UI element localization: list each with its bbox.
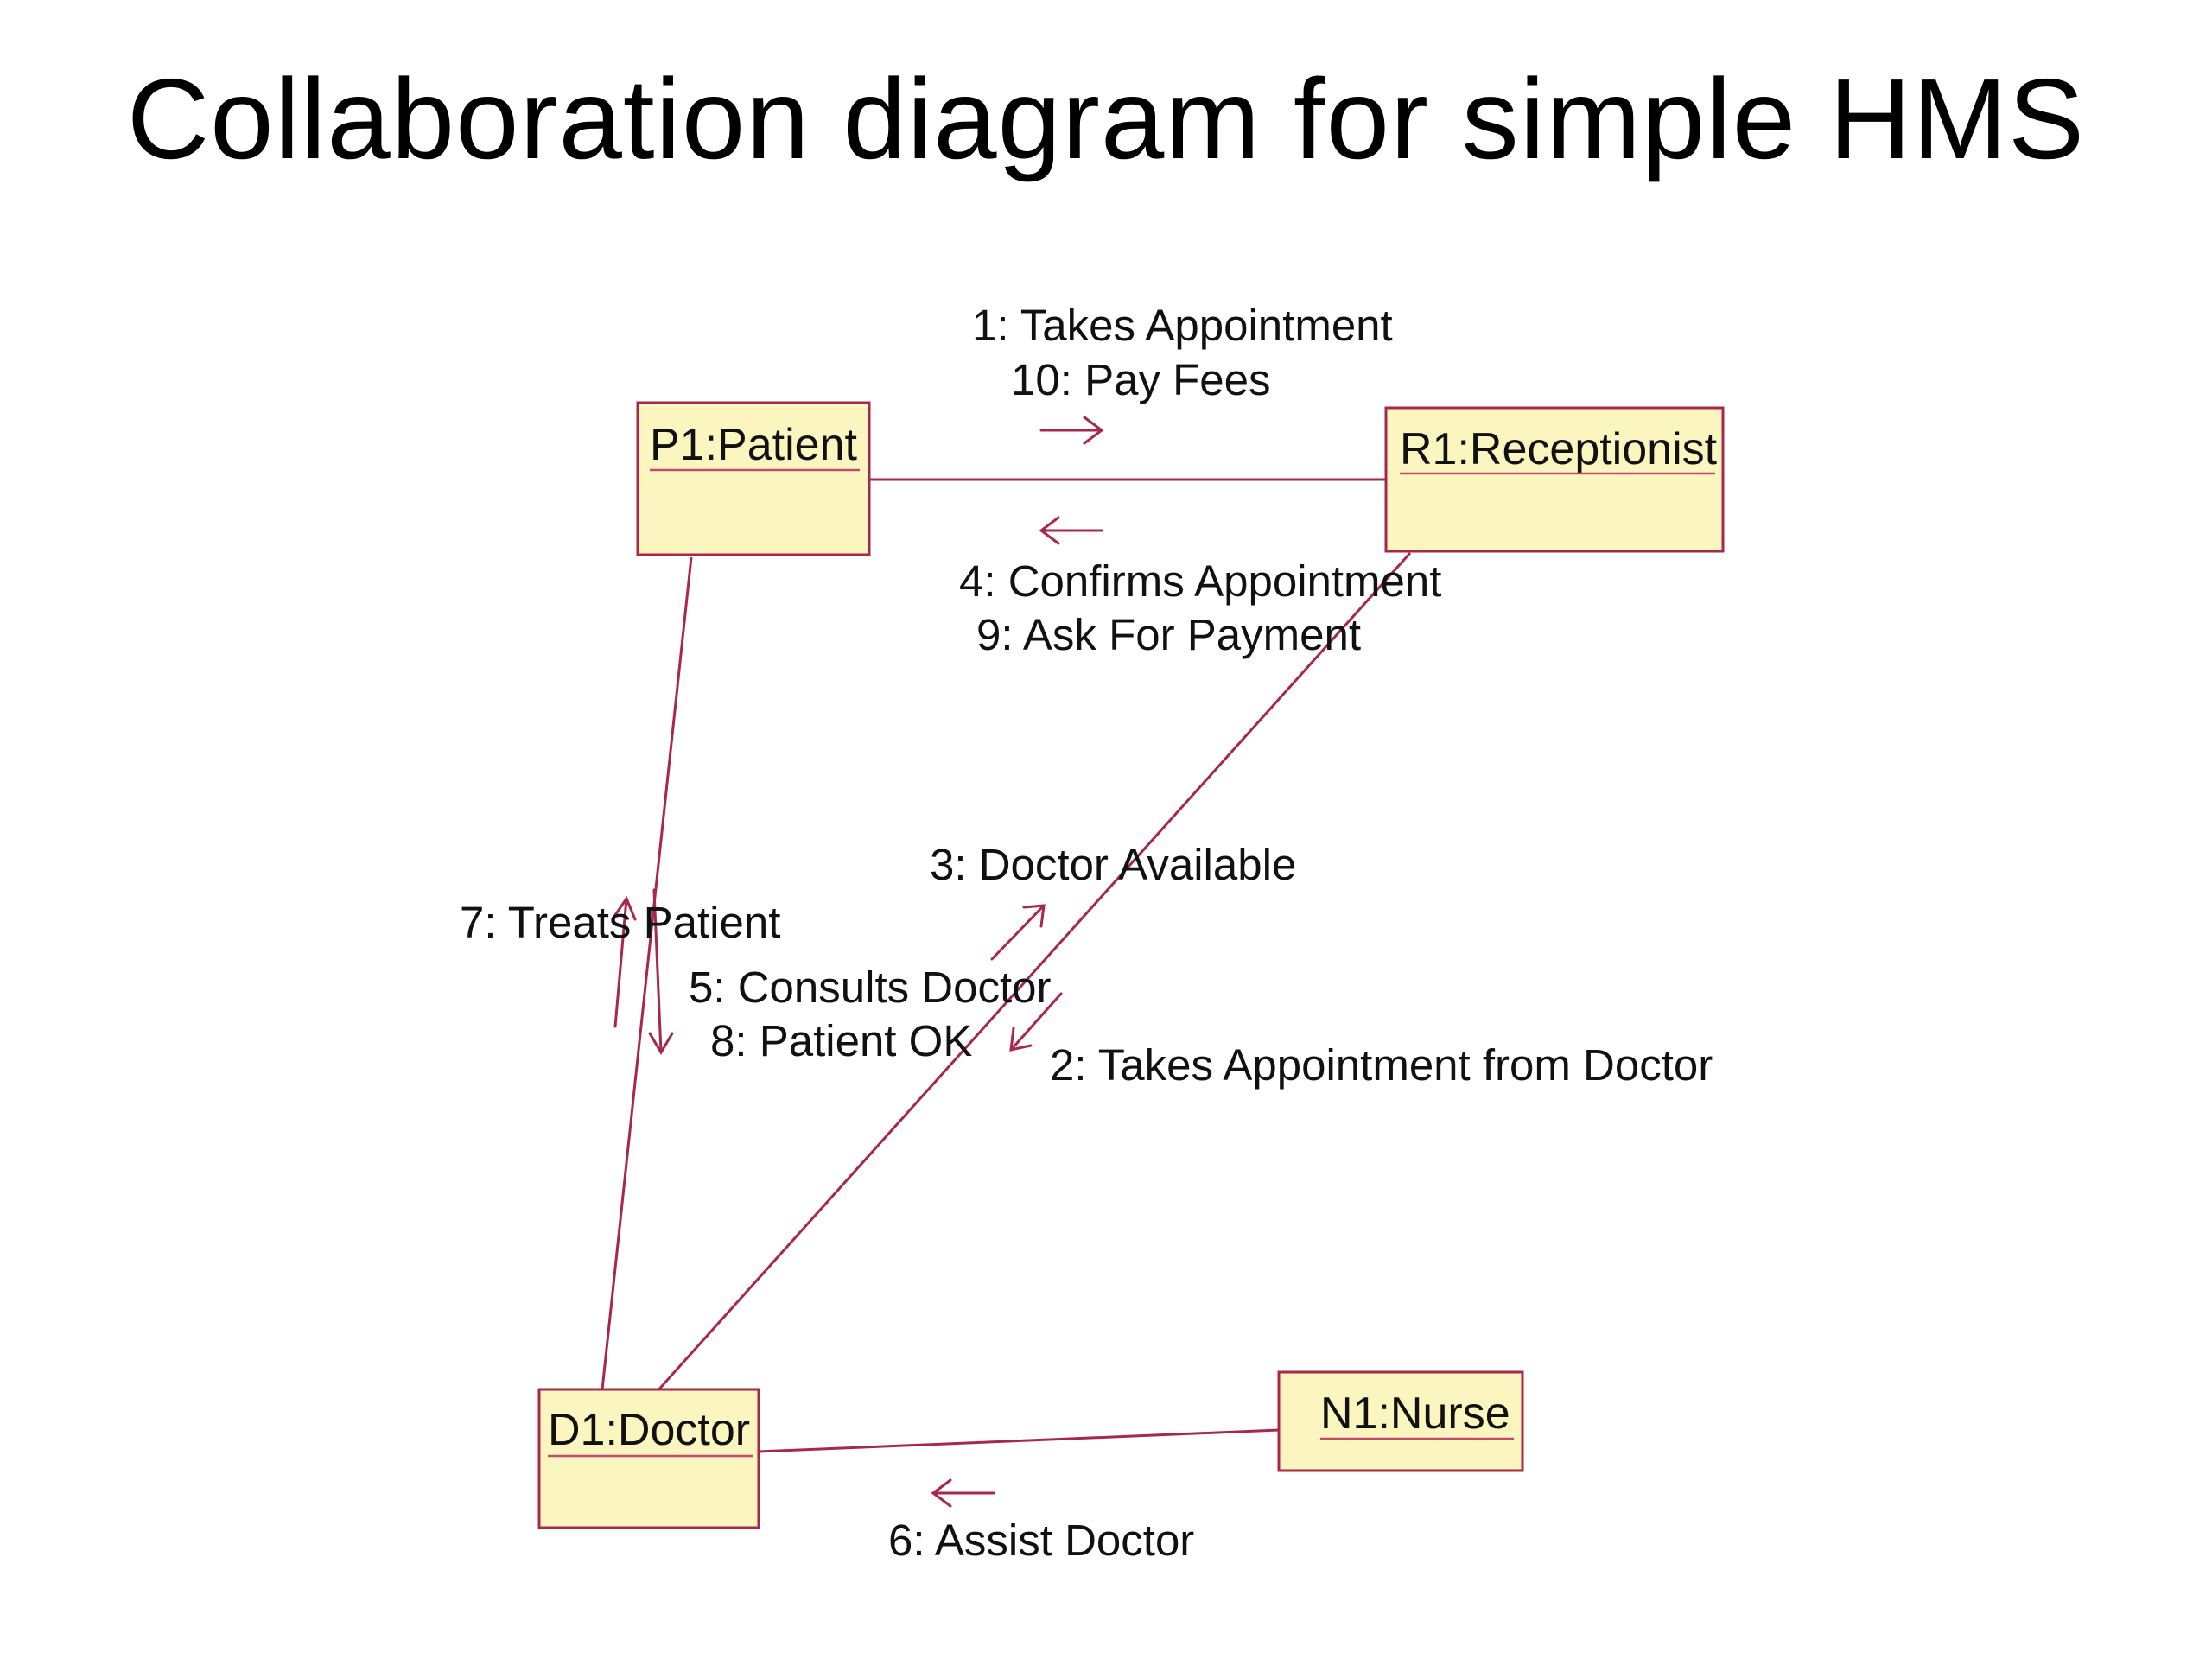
message-8: 8: Patient OK — [710, 1016, 972, 1065]
page-title: Collaboration diagram for simple HMS — [126, 55, 2086, 182]
arrow-nurse-to-doctor — [931, 1478, 995, 1508]
link-receptionist-doctor — [646, 551, 1412, 1403]
message-2: 2: Takes Appointment from Doctor — [1050, 1040, 1713, 1090]
object-doctor[interactable]: D1:Doctor — [537, 1388, 760, 1529]
message-5: 5: Consults Doctor — [689, 963, 1052, 1012]
object-receptionist[interactable]: R1:Receptionist — [1384, 406, 1725, 553]
link-patient-doctor — [601, 556, 693, 1390]
object-nurse[interactable]: N1:Nurse — [1277, 1370, 1524, 1472]
object-receptionist-label: R1:Receptionist — [1400, 424, 1718, 474]
arrow-doctor-to-receptionist — [990, 904, 1046, 961]
message-3: 3: Doctor Available — [930, 840, 1296, 889]
link-doctor-nurse — [758, 1428, 1280, 1453]
arrow-doctor-to-patient — [612, 895, 637, 1028]
message-6: 6: Assist Doctor — [888, 1516, 1194, 1565]
object-doctor-label: D1:Doctor — [548, 1405, 750, 1455]
arrow-patient-to-doctor — [648, 888, 674, 1055]
arrow-patient-to-receptionist — [1039, 416, 1104, 445]
arrow-receptionist-to-doctor — [1009, 992, 1063, 1052]
message-9: 9: Ask For Payment — [976, 610, 1361, 659]
message-10: 10: Pay Fees — [1011, 355, 1271, 404]
message-1: 1: Takes Appointment — [972, 301, 1393, 350]
message-7: 7: Treats Patient — [460, 898, 780, 947]
object-patient-label: P1:Patient — [650, 420, 857, 470]
arrow-receptionist-to-patient — [1039, 516, 1103, 545]
message-4: 4: Confirms Appointment — [959, 556, 1441, 606]
object-patient[interactable]: P1:Patient — [636, 401, 871, 556]
object-nurse-label: N1:Nurse — [1320, 1389, 1510, 1439]
